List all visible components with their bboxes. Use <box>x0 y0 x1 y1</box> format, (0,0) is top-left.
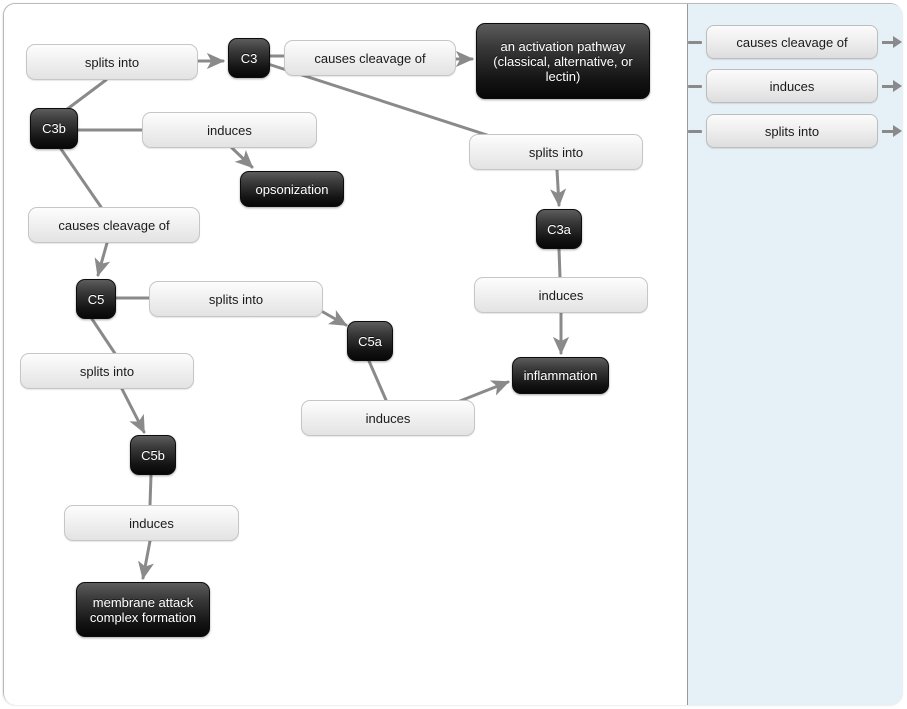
legend-line-icon <box>688 129 702 133</box>
legend-item[interactable]: causes cleavage of <box>688 25 902 59</box>
relation-node[interactable]: induces <box>64 505 239 541</box>
entity-node[interactable]: inflammation <box>512 357 609 394</box>
node-label: induces <box>129 515 174 531</box>
relation-node[interactable]: splits into <box>20 353 194 389</box>
legend-item[interactable]: splits into <box>688 114 902 148</box>
node-label: causes cleavage of <box>314 50 426 66</box>
relation-node[interactable]: causes cleavage of <box>284 40 456 76</box>
entity-node[interactable]: an activation pathway (classical, altern… <box>476 23 650 99</box>
node-label: opsonization <box>255 181 329 197</box>
entity-node[interactable]: C5 <box>76 279 116 319</box>
edge-group <box>59 50 570 580</box>
relation-node[interactable]: splits into <box>26 44 198 80</box>
legend-label: induces <box>706 69 878 103</box>
node-label: splits into <box>208 291 264 307</box>
graph-edge <box>367 359 388 402</box>
relation-node[interactable]: splits into <box>469 134 643 170</box>
graph-edge <box>557 247 562 279</box>
node-label: splits into <box>79 363 135 379</box>
graph-edge <box>266 62 492 138</box>
window-frame: splits into C3 causes cleavage of an activa… <box>3 3 903 705</box>
relation-node[interactable]: splits into <box>149 281 323 317</box>
entity-node[interactable]: C5b <box>130 435 176 475</box>
legend-line-icon <box>688 84 702 88</box>
node-label: splits into <box>528 144 584 160</box>
node-label: an activation pathway (classical, altern… <box>493 38 633 84</box>
graph-edge <box>59 147 103 209</box>
node-label: C3b <box>42 121 66 136</box>
relation-node[interactable]: causes cleavage of <box>28 207 200 243</box>
entity-node[interactable]: C5a <box>347 321 393 361</box>
graph-edge <box>321 309 348 327</box>
arrow-right-icon <box>882 36 902 48</box>
graph-edge <box>549 168 567 207</box>
entity-node[interactable]: C3b <box>30 108 78 149</box>
entity-node[interactable]: C3a <box>536 209 582 249</box>
node-label: C5a <box>358 333 382 349</box>
node-label: inflammation <box>523 368 598 383</box>
legend-item[interactable]: induces <box>688 69 902 103</box>
entity-node[interactable]: membrane attack complex formation <box>76 582 210 637</box>
legend-label: causes cleavage of <box>706 25 878 59</box>
entity-node[interactable]: opsonization <box>240 171 344 207</box>
graph-edge <box>94 241 111 277</box>
node-label: membrane attack complex formation <box>89 594 197 625</box>
graph-edge <box>90 317 118 357</box>
node-label: induces <box>538 287 584 303</box>
node-label: induces <box>207 122 252 138</box>
node-label: C5 <box>87 291 105 307</box>
graph-edge <box>458 380 510 403</box>
relation-node[interactable]: induces <box>142 112 317 148</box>
graph-edge <box>230 146 254 169</box>
graph-edge <box>120 387 146 434</box>
node-label: C5b <box>141 447 165 463</box>
node-label: C3 <box>240 50 258 66</box>
edge-layer <box>59 50 570 580</box>
legend-panel: causes cleavage of induces splits into <box>687 4 903 705</box>
legend-line-icon <box>688 40 702 44</box>
relation-node[interactable]: induces <box>301 400 475 436</box>
legend-label: splits into <box>706 114 878 148</box>
node-label: induces <box>365 410 411 426</box>
graph-edge <box>138 539 154 580</box>
node-label: causes cleavage of <box>58 217 170 233</box>
node-label: splits into <box>84 54 140 70</box>
arrow-right-icon <box>882 125 902 137</box>
graph-canvas[interactable]: splits into C3 causes cleavage of an activa… <box>4 4 687 705</box>
node-label: C3a <box>547 221 571 237</box>
graph-edge <box>148 473 153 507</box>
graph-edge <box>64 78 108 112</box>
arrow-right-icon <box>882 80 902 92</box>
relation-node[interactable]: induces <box>474 277 648 313</box>
entity-node[interactable]: C3 <box>228 38 270 78</box>
